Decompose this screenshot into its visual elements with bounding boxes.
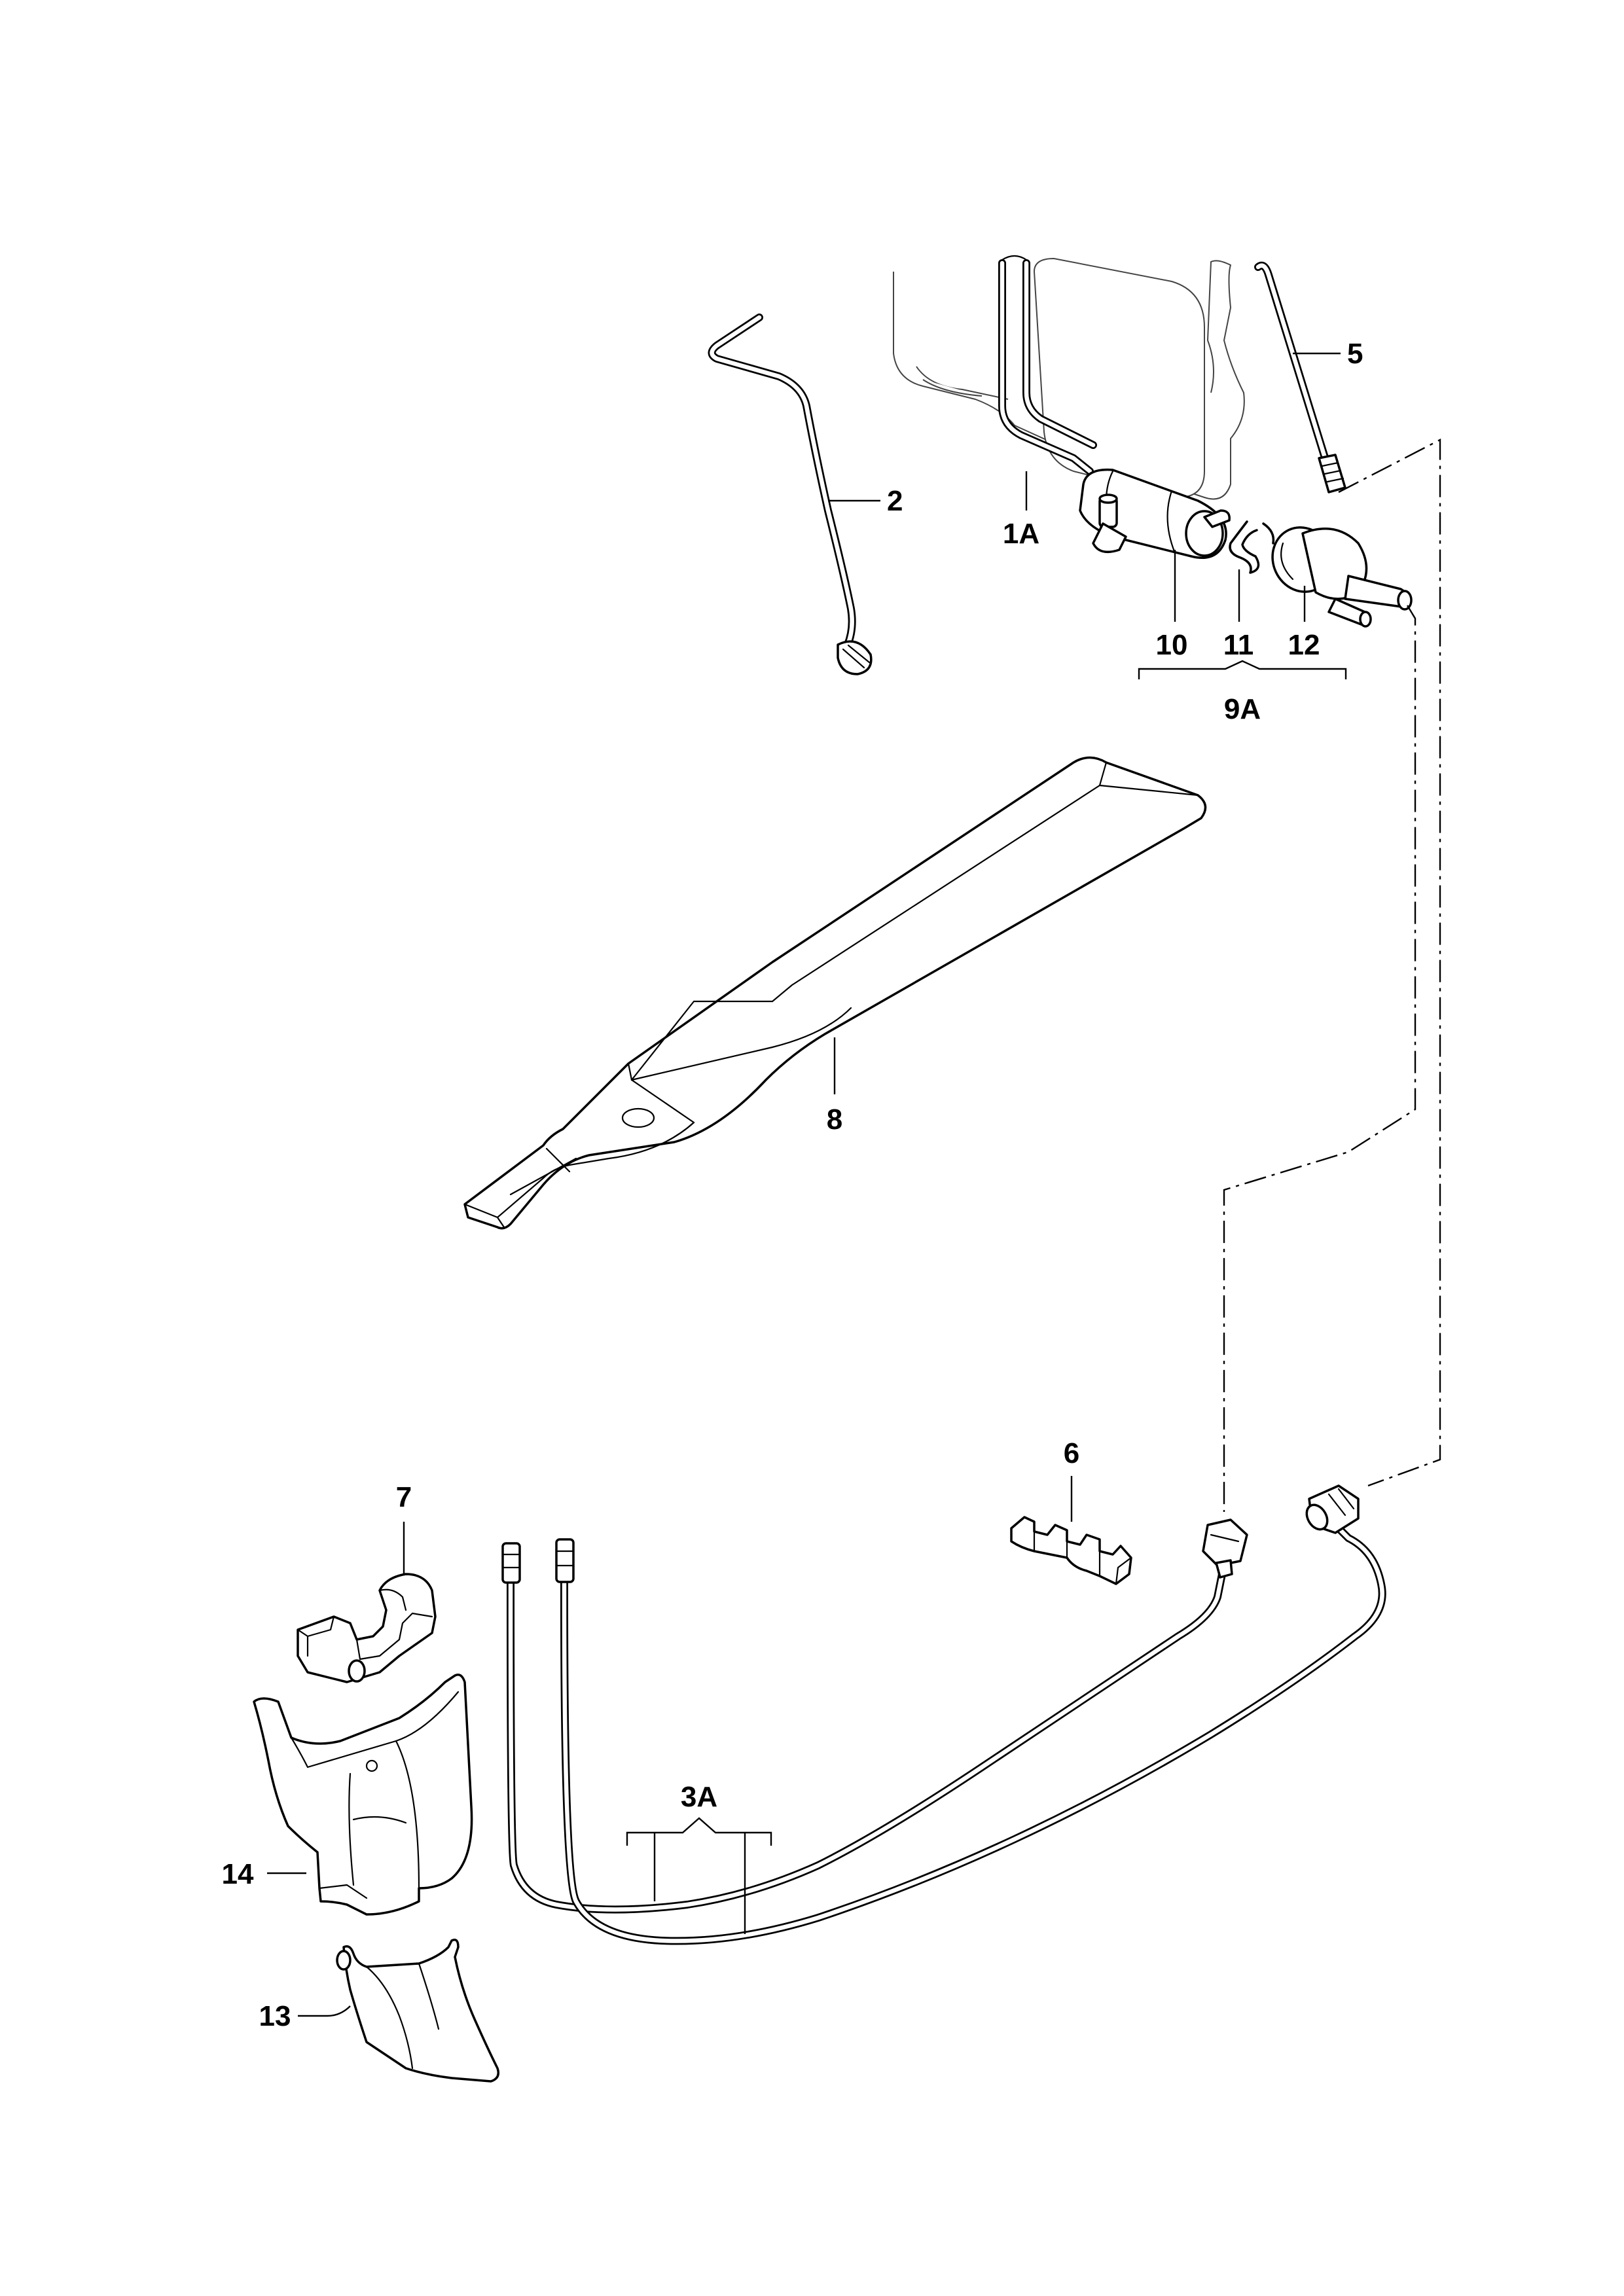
pump-part-10 bbox=[1079, 468, 1231, 559]
callout-2: 2 bbox=[887, 485, 903, 517]
arm-part-8 bbox=[463, 756, 1207, 1230]
valve-part-12 bbox=[1271, 526, 1413, 628]
callout-1a: 1A bbox=[1003, 518, 1039, 550]
bracket-part-7 bbox=[297, 1573, 437, 1683]
callout-3a: 3A bbox=[681, 1781, 717, 1813]
tube-part-5 bbox=[1254, 261, 1346, 493]
callout-11: 11 bbox=[1223, 629, 1254, 661]
clip-part-11 bbox=[1229, 520, 1275, 574]
leader-lines bbox=[267, 352, 1347, 2017]
callout-12: 12 bbox=[1288, 629, 1320, 661]
leader-3a bbox=[626, 1817, 772, 1846]
cover-part-14 bbox=[253, 1674, 473, 1916]
callout-7: 7 bbox=[396, 1481, 412, 1513]
clip-part-6 bbox=[1010, 1516, 1132, 1585]
cover-part-13 bbox=[336, 1939, 499, 2083]
tube-part-1a bbox=[998, 255, 1097, 475]
callout-9a: 9A bbox=[1224, 693, 1261, 725]
leader-13 bbox=[298, 2005, 351, 2017]
tube-part-2 bbox=[708, 314, 873, 675]
callout-8: 8 bbox=[827, 1103, 842, 1136]
callout-labels: 2 5 1A 10 11 12 9A 8 6 7 3A 14 13 bbox=[222, 338, 1363, 2032]
callout-14: 14 bbox=[222, 1858, 254, 1890]
callout-5: 5 bbox=[1347, 338, 1363, 370]
callout-6: 6 bbox=[1064, 1437, 1079, 1469]
reservoir-housing-outline bbox=[893, 258, 1245, 500]
callout-10: 10 bbox=[1156, 629, 1188, 661]
leader-9a bbox=[1138, 660, 1347, 679]
hoses-part-3a bbox=[501, 1484, 1386, 1945]
routing-lines bbox=[1223, 439, 1441, 1512]
callout-13: 13 bbox=[259, 2000, 291, 2032]
